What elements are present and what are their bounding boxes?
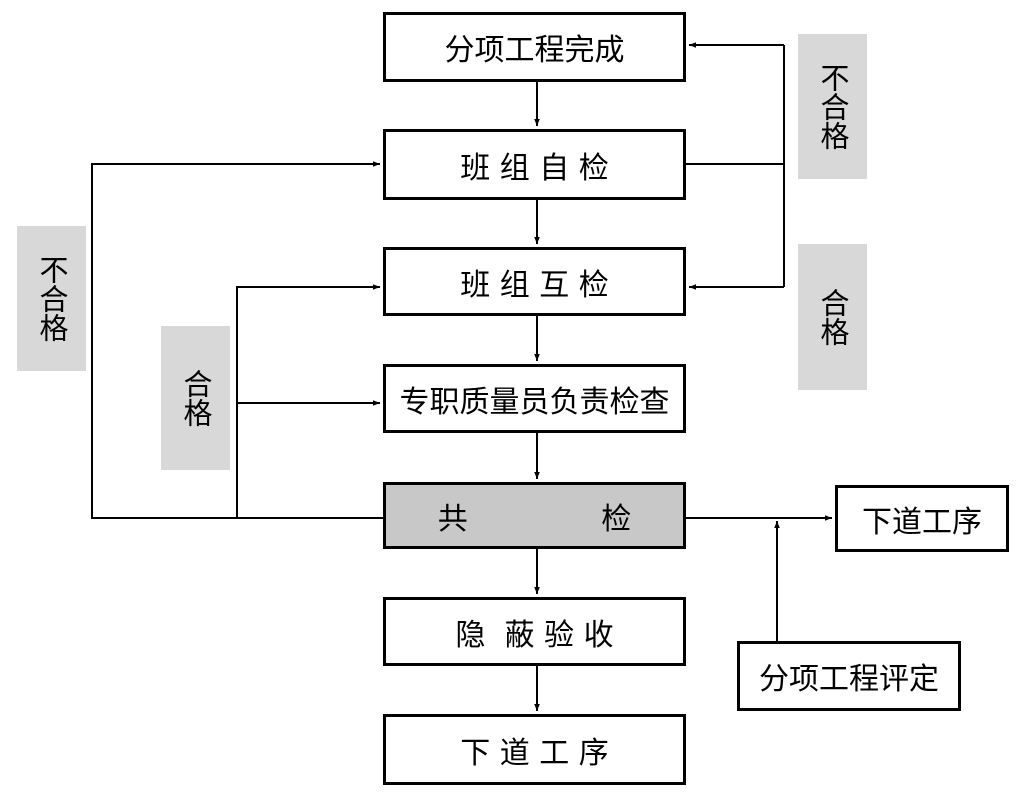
next-process-right-box: 下道工序 [835, 485, 1009, 552]
quality-inspector-check-box: 专职质量员负责检查 [383, 364, 686, 433]
team-mutual-check-box: 班 组 互 检 [383, 247, 686, 316]
right-fail-label: 不合格 [798, 34, 867, 179]
concealed-acceptance-box: 隐 蔽 验 收 [383, 597, 686, 666]
team-self-check-box: 班 组 自 检 [383, 129, 686, 200]
subitem-complete-box: 分项工程完成 [383, 12, 686, 82]
left-inner-loop-line [236, 284, 380, 518]
right-pass-label: 合格 [798, 244, 867, 390]
joint-check-box: 共 检 [383, 482, 686, 549]
left-pass-label: 合格 [161, 326, 230, 470]
subitem-evaluation-box: 分项工程评定 [737, 641, 961, 711]
next-process-bottom-box: 下 道 工 序 [383, 714, 686, 785]
left-fail-label: 不合格 [17, 226, 86, 371]
